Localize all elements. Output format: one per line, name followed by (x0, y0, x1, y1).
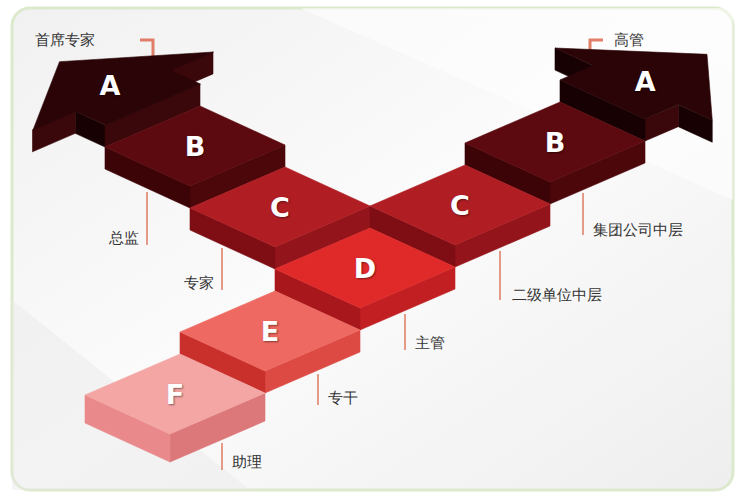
role-label: 首席专家 (35, 31, 95, 49)
step-top-face (190, 167, 370, 247)
step-top-face (555, 48, 712, 120)
career-step: B (465, 102, 645, 182)
leader-line (317, 374, 319, 405)
role-label: 主管 (415, 334, 445, 352)
role-label: 集团公司中层 (593, 221, 683, 239)
step-top-face (180, 291, 360, 371)
leader-lines (147, 192, 583, 470)
leader-line (146, 192, 148, 245)
role-label: 二级单位中层 (512, 286, 602, 304)
career-step: C (370, 165, 550, 245)
career-step: F (85, 354, 265, 434)
step-outline (555, 48, 712, 120)
career-step: A (555, 48, 712, 120)
level-letter: C (450, 192, 470, 219)
step-top-face (370, 165, 550, 245)
leader-line (499, 251, 501, 300)
level-letter: B (185, 133, 206, 160)
level-letter: D (354, 255, 376, 282)
leader-line (221, 248, 223, 290)
role-label: 总监 (109, 229, 139, 247)
level-letter: E (261, 318, 279, 345)
step-top-face (105, 106, 285, 186)
step-sides (33, 48, 713, 462)
career-step: E (180, 291, 360, 371)
corner-bracket (140, 40, 153, 56)
leader-line (582, 193, 584, 235)
step-top-face (275, 228, 455, 308)
role-label: 专干 (328, 389, 358, 407)
level-letter: B (545, 129, 566, 156)
career-step: D (275, 228, 455, 308)
career-step: C (190, 167, 370, 247)
role-label: 高管 (614, 31, 644, 49)
level-letter: F (166, 381, 184, 408)
role-label: 助理 (232, 453, 262, 471)
leader-line (221, 443, 223, 470)
panel (12, 8, 733, 490)
level-letter: C (270, 194, 290, 221)
level-letter: A (635, 68, 656, 95)
leader-line (404, 314, 406, 350)
step-top-face (85, 354, 265, 434)
level-letter: A (100, 71, 121, 98)
career-step: B (105, 106, 285, 186)
role-label: 专家 (184, 274, 214, 292)
step-top-face (465, 102, 645, 182)
